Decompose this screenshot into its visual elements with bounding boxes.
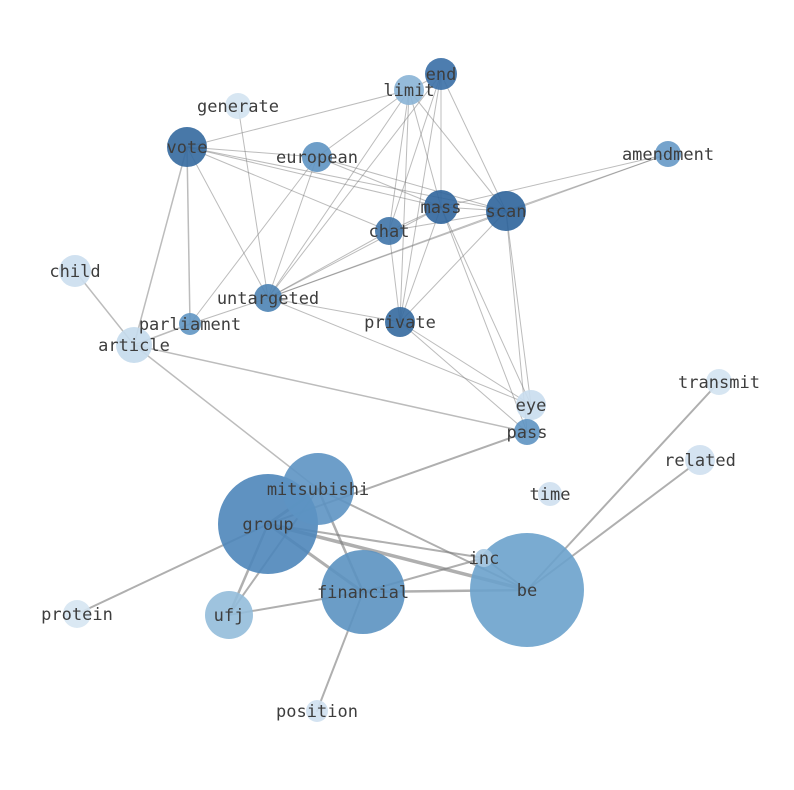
node-position [306, 700, 328, 722]
edge-chat-untargeted [267, 230, 390, 299]
edge-european-scan [316, 156, 507, 212]
edge-limit-scan [408, 89, 507, 212]
node-amendment [655, 141, 681, 167]
node-vote [167, 127, 207, 167]
node-related [685, 445, 715, 475]
edge-vote-chat [186, 146, 390, 232]
edge-article-mitsubishi [133, 344, 319, 490]
node-transmit [706, 369, 732, 395]
edge-scan-untargeted [267, 210, 507, 299]
node-generate [225, 93, 251, 119]
node-child [59, 255, 91, 287]
edge-generate-untargeted [237, 105, 269, 299]
edge-amendment-mass [440, 153, 669, 208]
edge-article-pass [133, 344, 528, 433]
node-european [302, 142, 332, 172]
edge-vote-mass [186, 146, 442, 208]
edge-limit-private [399, 89, 410, 323]
node-chat [375, 217, 403, 245]
edge-limit-chat [388, 89, 410, 232]
node-untargeted [254, 284, 282, 312]
edge-vote-european [186, 146, 318, 158]
node-scan [486, 191, 526, 231]
edge-end-untargeted [267, 73, 442, 299]
node-time [538, 482, 562, 506]
nodes-layer [59, 58, 732, 722]
edge-limit-untargeted [267, 89, 410, 299]
edge-limit-vote [186, 89, 410, 148]
node-mass [424, 190, 458, 224]
edge-untargeted-private [267, 297, 401, 323]
labels-layer: groupbefinancialmitsubishiufjincendlimit… [41, 65, 760, 722]
node-financial [321, 550, 405, 634]
edge-chat-private [388, 230, 401, 323]
edge-scan-private [399, 210, 507, 323]
node-ufj [205, 591, 253, 639]
node-private [385, 307, 415, 337]
edge-end-private [399, 73, 442, 323]
edge-european-mass [316, 156, 442, 208]
edge-untargeted-eye [267, 297, 532, 406]
node-eye [516, 390, 546, 420]
edge-limit-european [316, 89, 410, 158]
node-protein [63, 600, 91, 628]
node-inc [475, 549, 493, 567]
edge-limit-mass [408, 89, 442, 208]
edge-private-pass [399, 321, 528, 433]
edge-vote-parliament [186, 146, 191, 325]
node-article [116, 327, 152, 363]
node-parliament [179, 313, 201, 335]
edge-vote-article [133, 146, 188, 346]
edge-european-parliament [189, 156, 318, 325]
node-mitsubishi [282, 453, 354, 525]
node-limit [394, 75, 424, 105]
edge-mass-private [399, 206, 442, 323]
edge-vote-scan [186, 146, 507, 212]
edge-end-scan [440, 73, 507, 212]
node-be [470, 533, 584, 647]
edge-mass-pass [440, 206, 528, 433]
node-pass [514, 419, 540, 445]
edge-private-eye [399, 321, 532, 406]
node-end [425, 58, 457, 90]
edge-scan-eye [505, 210, 532, 406]
edge-vote-untargeted [186, 146, 269, 299]
edge-mass-untargeted [267, 206, 442, 299]
edge-end-chat [388, 73, 442, 232]
edge-mass-eye [440, 206, 532, 406]
edge-european-untargeted [267, 156, 318, 299]
